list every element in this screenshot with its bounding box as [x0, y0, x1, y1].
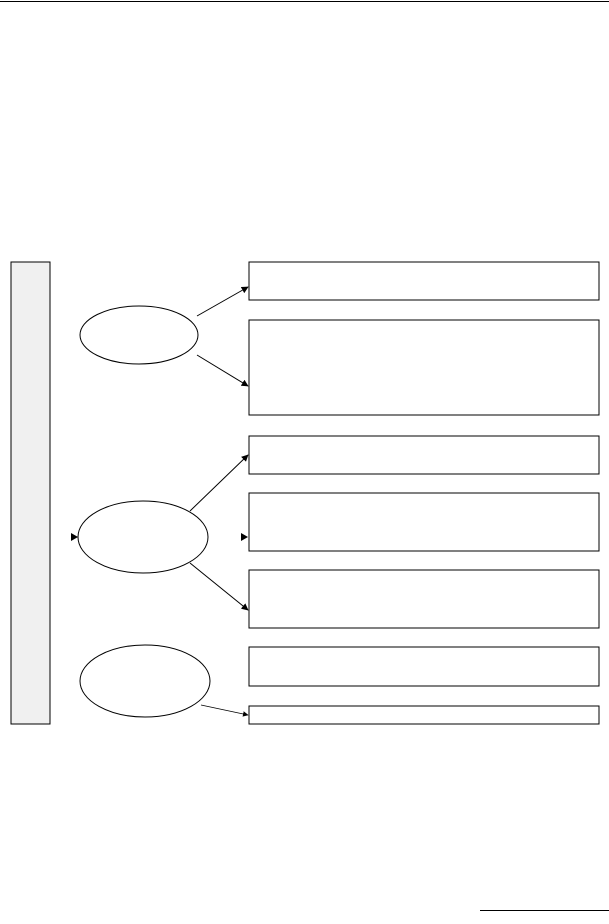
arrow-ellipse-top-to-box-2: [196, 354, 249, 387]
arrowhead-left-of-middle-ellipse: [71, 533, 78, 541]
ellipse-bottom: [79, 644, 211, 718]
arrow-ellipse-top-to-box-1: [196, 286, 249, 317]
box-6: [248, 646, 600, 687]
box-5: [248, 569, 600, 629]
arrow-ellipse-bottom-to-box-7: [200, 704, 249, 717]
box-2: [248, 319, 600, 416]
box-4: [248, 492, 600, 552]
ellipse-top: [79, 305, 199, 365]
box-1: [248, 261, 600, 301]
arrow-ellipse-middle-to-box-3: [189, 454, 249, 512]
left-panel: [10, 261, 51, 725]
box-7: [248, 705, 600, 725]
ellipse-middle: [77, 500, 209, 574]
arrowhead-left-of-box-4: [241, 533, 248, 541]
arrow-ellipse-middle-to-box-5: [189, 562, 249, 611]
box-3: [248, 435, 600, 475]
